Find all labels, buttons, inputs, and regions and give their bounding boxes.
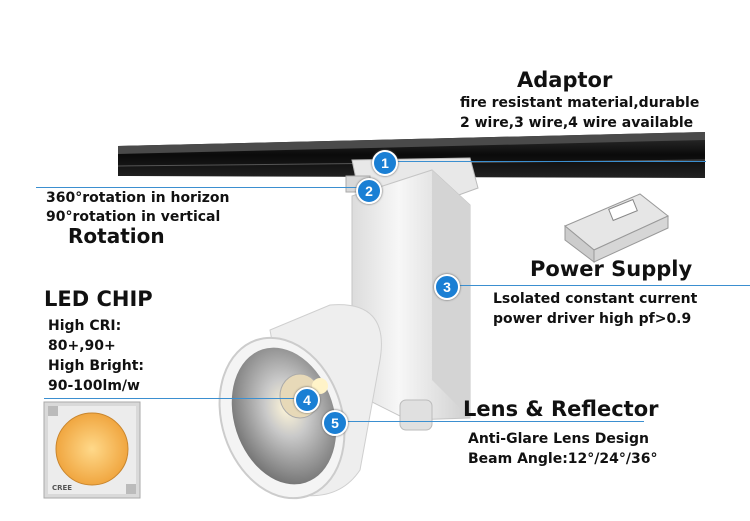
- lens-title: Lens & Reflector: [463, 397, 659, 421]
- power-supply-title: Power Supply: [530, 257, 693, 281]
- marker-1: 1: [372, 150, 398, 176]
- marker-5: 5: [322, 410, 348, 436]
- adaptor-line-2: 2 wire,3 wire,4 wire available: [460, 115, 694, 131]
- rotation-line-1: 360°rotation in horizon: [46, 190, 230, 206]
- chip-logo: CREE: [52, 484, 73, 492]
- lens-line-1: Anti-Glare Lens Design: [468, 431, 649, 447]
- callout-line-2: [36, 187, 368, 188]
- led-chip-line-1: High CRI:: [48, 318, 122, 334]
- callout-line-3: [456, 285, 750, 286]
- power-supply-line-1: Lsolated constant current: [493, 291, 698, 307]
- rotation-title: Rotation: [68, 224, 165, 248]
- marker-2: 2: [356, 178, 382, 204]
- callout-line-4: [44, 398, 306, 399]
- led-chip-line-4: 90-100lm/w: [48, 378, 140, 394]
- led-chip-line-3: High Bright:: [48, 358, 145, 374]
- marker-3: 3: [434, 274, 460, 300]
- led-chip-line-2: 80+,90+: [48, 338, 116, 354]
- adaptor-title: Adaptor: [517, 68, 613, 92]
- lamp-head: [218, 304, 382, 500]
- adaptor-line-1: fire resistant material,durable: [460, 95, 700, 111]
- driver-housing: [351, 169, 471, 431]
- rotation-line-2: 90°rotation in vertical: [46, 209, 221, 225]
- led-chip-title: LED CHIP: [44, 287, 153, 311]
- lens-line-2: Beam Angle:12°/24°/36°: [468, 451, 658, 467]
- marker-4: 4: [294, 387, 320, 413]
- callout-line-5: [340, 421, 644, 422]
- callout-line-1: [390, 161, 706, 162]
- power-supply-line-2: power driver high pf>0.9: [493, 311, 692, 327]
- led-chip-illustration: [43, 401, 141, 499]
- power-supply-box: [564, 193, 669, 264]
